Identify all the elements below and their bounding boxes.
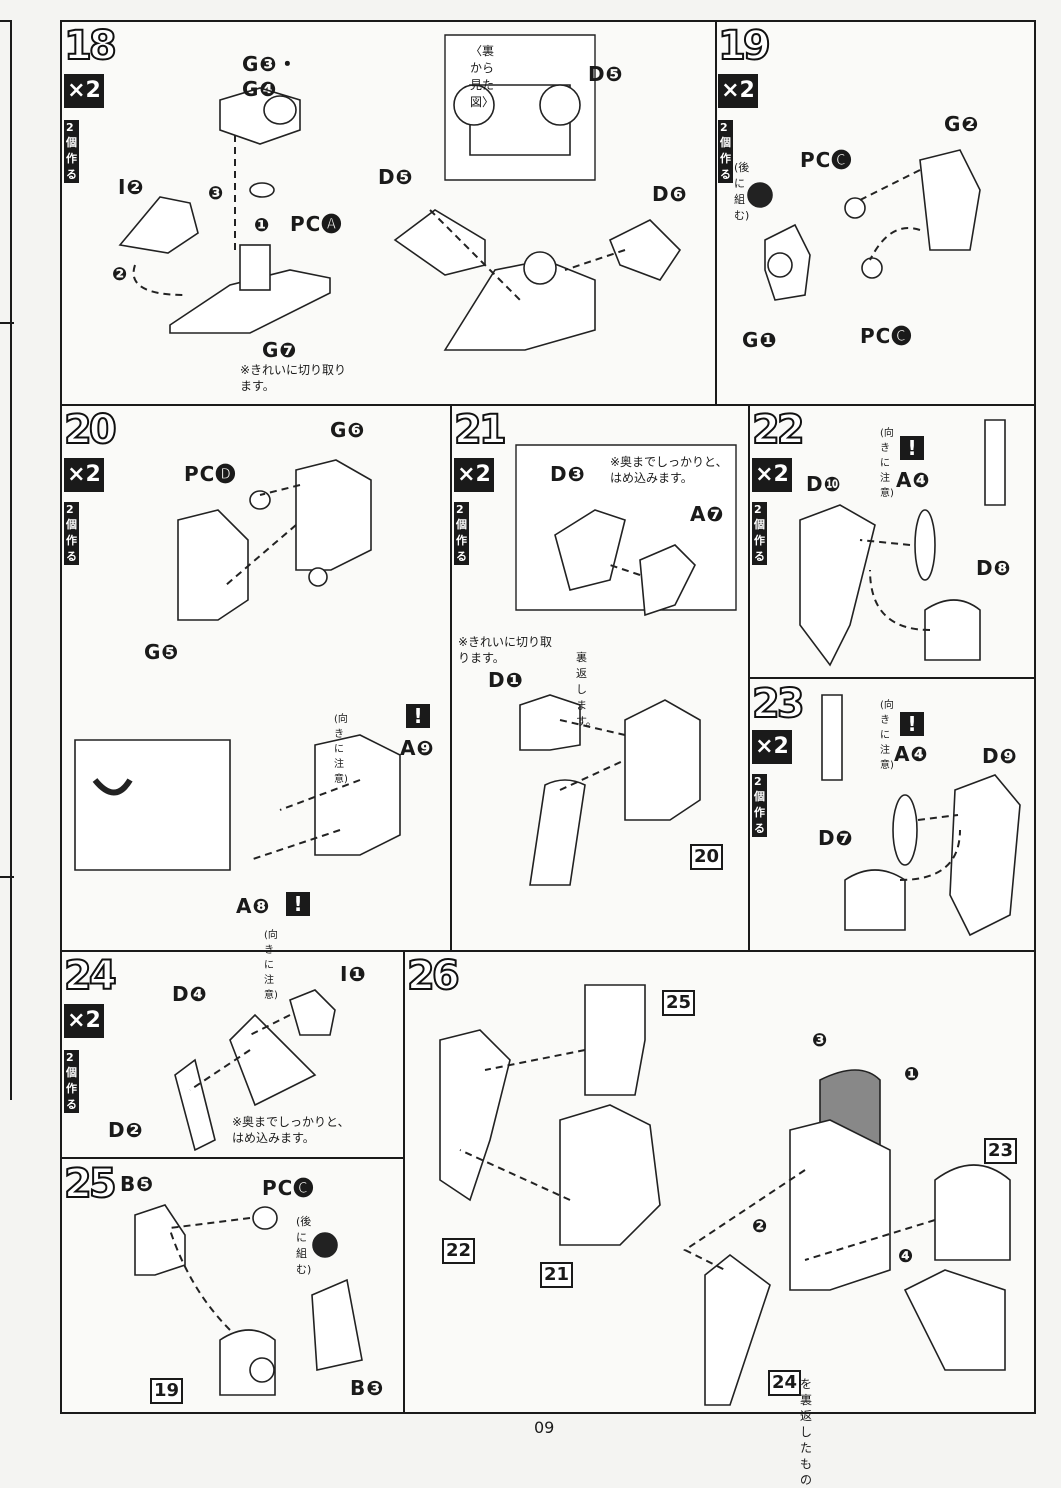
divider <box>60 404 1036 406</box>
step-reference: 25 <box>662 990 696 1016</box>
step-reference: 23 <box>984 1138 1018 1164</box>
part-label: G❻ <box>330 418 366 442</box>
order-marker: ❷ <box>752 1216 769 1237</box>
part-label: D❸ <box>550 462 586 486</box>
part-label: PC🅒 <box>860 324 913 348</box>
caution-note: (向きに注意) <box>334 714 348 785</box>
part-label: I❷ <box>118 175 145 199</box>
make-count-label: 2個作る <box>752 502 767 565</box>
step-number: 18 <box>63 23 118 69</box>
make-count-label: 2個作る <box>718 120 733 183</box>
assemble-later-note: (後に組む) <box>296 1215 312 1276</box>
order-marker: ❶ <box>904 1064 921 1085</box>
step-number: 20 <box>63 407 118 453</box>
divider <box>403 950 405 1414</box>
part-label: D❹ <box>172 982 208 1006</box>
make-count-label: 2個作る <box>454 502 469 565</box>
step-reference: 24 <box>768 1370 802 1396</box>
part-label: D❷ <box>108 1118 144 1142</box>
caution-icon: ! <box>900 712 924 736</box>
assemble-later-note: (後に組む) <box>734 161 750 222</box>
step-number: 25 <box>63 1161 118 1207</box>
press-fit-note: ※奥までしっかりと、はめ込みます。 <box>610 455 728 485</box>
order-marker: ❹ <box>898 1246 915 1267</box>
part-label: D❾ <box>982 744 1018 768</box>
part-label: PC🅒 <box>800 148 853 172</box>
part-label: G❶ <box>742 328 778 352</box>
part-label: B❸ <box>350 1376 385 1400</box>
step-reference: 21 <box>540 1262 574 1288</box>
quantity-badge: ×2 <box>752 730 792 764</box>
order-marker: ❸ <box>208 183 225 204</box>
step-reference: 22 <box>442 1238 476 1264</box>
part-label: I❶ <box>340 962 367 986</box>
press-fit-note: ※奥までしっかりと、はめ込みます。 <box>232 1115 350 1145</box>
margin-edge-1 <box>0 322 14 324</box>
step-number: 23 <box>751 681 806 727</box>
caution-note: (向きに注意) <box>264 930 278 1001</box>
part-label: A❹ <box>894 742 929 766</box>
part-label: B❺ <box>120 1172 155 1196</box>
divider <box>450 404 452 952</box>
part-label: D❶ <box>488 668 524 692</box>
make-count-label: 2個作る <box>752 774 767 837</box>
order-marker: ❸ <box>812 1030 829 1051</box>
part-label: A❼ <box>690 502 725 526</box>
margin-edge-vert <box>10 20 12 1100</box>
step-reference: 20 <box>690 844 724 870</box>
part-label: A❽ <box>236 894 271 918</box>
quantity-badge: ×2 <box>64 458 104 492</box>
part-label: D❿ <box>806 472 842 496</box>
cut-cleanly-note: ※きれいに切り取ります。 <box>458 635 553 665</box>
cut-cleanly-note: ※きれいに切り取ります。 <box>240 363 347 393</box>
make-count-label: 2個作る <box>64 1050 79 1113</box>
quantity-badge: ×2 <box>752 458 792 492</box>
order-marker: ❷ <box>112 264 129 285</box>
divider <box>60 1157 404 1159</box>
step-number: 21 <box>453 407 508 453</box>
part-label: G❷ <box>944 112 980 136</box>
divider <box>748 677 1036 679</box>
margin-edge-2 <box>0 876 14 878</box>
part-label: D❺ <box>378 165 414 189</box>
flip-note: 裏返します。 <box>576 651 597 728</box>
step-number: 22 <box>751 407 806 453</box>
quantity-badge: ×2 <box>718 74 758 108</box>
part-label: G❸・G❹ <box>242 52 299 101</box>
caution-icon: ! <box>286 892 310 916</box>
quantity-badge: ×2 <box>64 1004 104 1038</box>
part-label: G❼ <box>262 338 298 362</box>
step-number: 26 <box>406 953 461 999</box>
part-label: PC🅐 <box>290 212 343 236</box>
caution-icon: ! <box>900 436 924 460</box>
step-reference: 19 <box>150 1378 184 1404</box>
part-label: G❺ <box>144 640 180 664</box>
part-illustrations <box>74 34 1021 1406</box>
part-label: PC🅒 <box>262 1176 315 1200</box>
caution-icon: ! <box>406 704 430 728</box>
divider <box>715 20 717 406</box>
step-number: 24 <box>63 953 118 999</box>
page-number: 09 <box>534 1418 555 1437</box>
part-label: D❺ <box>588 62 624 86</box>
divider <box>60 950 1036 952</box>
step-number: 19 <box>717 23 772 69</box>
quantity-badge: ×2 <box>454 458 494 492</box>
make-count-label: 2個作る <box>64 502 79 565</box>
caution-note: (向きに注意) <box>880 700 894 771</box>
margin-edge-top <box>0 20 12 22</box>
part-label: D❽ <box>976 556 1012 580</box>
part-label: PC🅓 <box>184 462 237 486</box>
callout-title: 〈裏から見た図〉 <box>470 44 495 109</box>
order-marker: ❶ <box>254 215 271 236</box>
quantity-badge: ×2 <box>64 74 104 108</box>
caution-note: (向きに注意) <box>880 428 894 499</box>
part-label: D❻ <box>652 182 688 206</box>
part-label: A❹ <box>896 468 931 492</box>
flipped-note: を裏返したもの <box>800 1377 813 1487</box>
part-label: D❼ <box>818 826 854 850</box>
part-label: A❾ <box>400 736 435 760</box>
make-count-label: 2個作る <box>64 120 79 183</box>
